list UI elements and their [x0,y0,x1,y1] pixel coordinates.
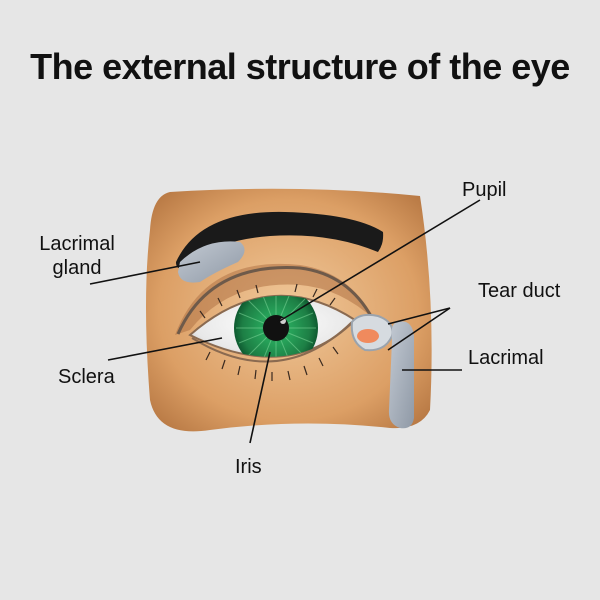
label-lacrimal-gland: Lacrimal gland [30,232,124,280]
leader-tear-duct-b [387,307,451,351]
label-lacrimal-gland-line1: Lacrimal [39,233,115,255]
lacrimal-sac [388,321,414,429]
eyebrow [176,211,384,269]
caruncle [357,329,379,343]
lower-eyelashes [205,346,339,381]
label-iris: Iris [235,456,262,478]
leader-lines [89,199,481,444]
leader-pupil [277,199,481,323]
leader-sclera [107,337,223,361]
leader-iris [249,351,271,444]
label-sclera: Sclera [58,366,115,388]
upper-eyelashes [199,283,336,319]
leader-tear-duct-a [387,307,451,325]
leader-lacrimal-gland [89,261,201,285]
label-lacrimal: Lacrimal [468,347,544,369]
label-tear-duct: Tear duct [478,280,561,302]
lacrimal-gland [178,241,245,283]
page-title: The external structure of the eye [30,46,570,87]
label-lacrimal-gland-line2: gland [52,257,102,279]
label-pupil: Pupil [462,179,507,201]
